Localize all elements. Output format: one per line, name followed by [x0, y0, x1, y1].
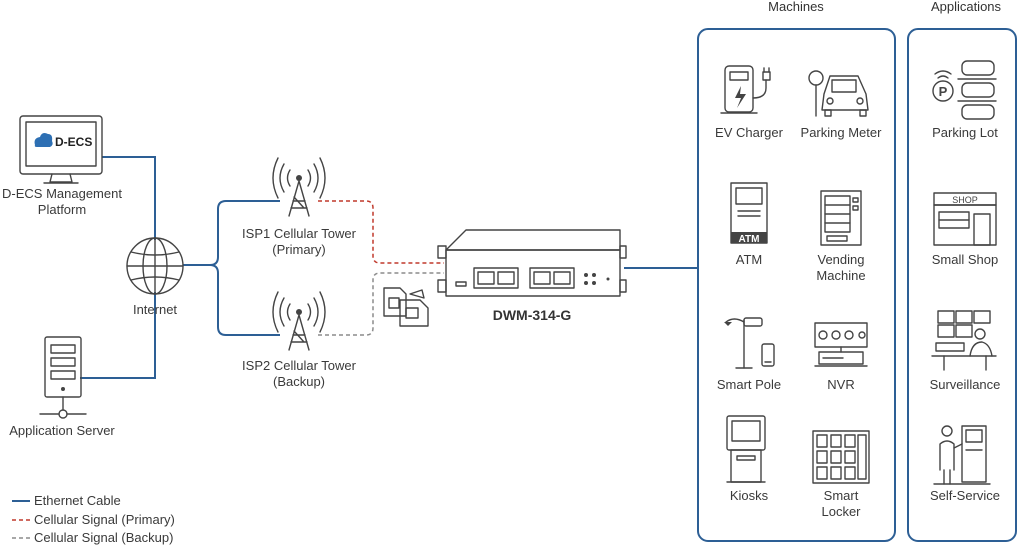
- machine-nvr: NVR: [814, 322, 868, 392]
- atm-label: ATM: [736, 252, 762, 267]
- isp2-label-line1: ISP2 Cellular Tower: [242, 358, 357, 373]
- app-self-service: Self-Service: [930, 425, 1000, 503]
- machine-kiosks: Kiosks: [726, 415, 769, 503]
- cell-tower-icon: [272, 291, 326, 351]
- machine-vending: Vending Machine: [816, 190, 866, 283]
- surveillance-icon: [931, 310, 997, 371]
- ethernet-monitor-internet: [102, 156, 156, 240]
- nvr-label: NVR: [827, 377, 854, 392]
- legend-ethernet-label: Ethernet Cable: [34, 493, 121, 508]
- kiosk-icon: [726, 415, 766, 483]
- locker-label-line2: Locker: [821, 504, 861, 519]
- machines-panel: [697, 28, 896, 542]
- application-server: Application Server: [9, 336, 115, 438]
- platform-label-line2: Platform: [38, 202, 86, 217]
- ethernet-internet-isp2: [183, 264, 280, 336]
- machine-ev-charger: EV Charger: [715, 65, 784, 140]
- applications-panel: [907, 28, 1017, 542]
- primary-signal-line: [318, 200, 444, 264]
- machine-parking-meter: Parking Meter: [801, 70, 883, 140]
- machine-smart-locker: Smart Locker: [812, 430, 870, 519]
- server-label: Application Server: [9, 423, 115, 438]
- app-small-shop: SHOP Small Shop: [932, 192, 998, 267]
- machines-title: Machines: [768, 0, 824, 14]
- dwm-314-g-router: DWM-314-G: [437, 229, 627, 323]
- self-service-icon: [933, 425, 991, 485]
- machine-smart-pole: Smart Pole: [717, 317, 781, 392]
- isp1-label-line1: ISP1 Cellular Tower: [242, 226, 357, 241]
- isp1-label-line2: (Primary): [272, 242, 325, 257]
- nvr-icon: [814, 322, 868, 367]
- self-service-label: Self-Service: [930, 488, 1000, 503]
- vending-label-line1: Vending: [818, 252, 865, 267]
- ev-charger-label: EV Charger: [715, 125, 784, 140]
- platform-logo-text: D-ECS: [55, 135, 92, 149]
- cell-tower-icon: [272, 157, 326, 217]
- applications-title: Applications: [931, 0, 1002, 14]
- device-name: DWM-314-G: [493, 307, 572, 323]
- vending-machine-icon: [820, 190, 862, 246]
- isp2-label-line2: (Backup): [273, 374, 325, 389]
- parking-lot-label: Parking Lot: [932, 125, 998, 140]
- smart-pole-icon: [724, 317, 775, 369]
- platform-label-line1: D-ECS Management: [2, 186, 122, 201]
- atm-sign-text: ATM: [739, 234, 760, 245]
- management-monitor: D-ECS D-ECS Management Platform: [2, 115, 122, 217]
- internet-node: Internet: [126, 237, 184, 317]
- locker-label-line1: Smart: [824, 488, 859, 503]
- smart-pole-label: Smart Pole: [717, 377, 781, 392]
- monitor-icon: D-ECS: [19, 115, 103, 184]
- isp2-tower: ISP2 Cellular Tower (Backup): [242, 291, 357, 389]
- legend-backup-label: Cellular Signal (Backup): [34, 530, 173, 545]
- vending-label-line2: Machine: [816, 268, 865, 283]
- router-icon: [437, 229, 627, 297]
- connection-lines: [80, 156, 698, 379]
- parking-lot-icon: P: [932, 60, 997, 120]
- kiosks-label: Kiosks: [730, 488, 769, 503]
- ethernet-server-internet: [80, 292, 156, 379]
- shop-sign-text: SHOP: [952, 195, 978, 205]
- smart-locker-icon: [812, 430, 870, 484]
- backup-signal-line: [318, 272, 444, 336]
- machine-atm: ATM ATM: [730, 182, 768, 267]
- atm-icon: ATM: [730, 182, 768, 245]
- small-shop-label: Small Shop: [932, 252, 998, 267]
- server-icon: [39, 336, 87, 419]
- legend-primary-label: Cellular Signal (Primary): [34, 512, 175, 527]
- globe-icon: [126, 237, 184, 295]
- shop-icon: SHOP: [933, 192, 997, 246]
- parking-meter-label: Parking Meter: [801, 125, 883, 140]
- isp1-tower: ISP1 Cellular Tower (Primary): [242, 157, 357, 257]
- internet-label: Internet: [133, 302, 177, 317]
- legend: Ethernet Cable Cellular Signal (Primary)…: [12, 493, 175, 545]
- svg-text:P: P: [939, 84, 948, 99]
- app-surveillance: Surveillance: [930, 310, 1001, 392]
- app-parking-lot: P Parking Lot: [932, 60, 998, 140]
- sim-cards-icon: [383, 287, 429, 327]
- parking-meter-icon: [808, 70, 869, 117]
- surveillance-label: Surveillance: [930, 377, 1001, 392]
- ev-charger-icon: [720, 65, 771, 114]
